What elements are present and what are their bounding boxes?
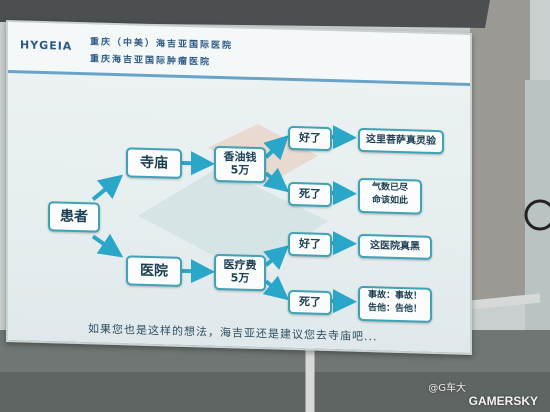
result-temple-dead-line2: 命该如此 [371, 195, 408, 207]
temple-cost-label: 香油钱 [223, 150, 257, 164]
arrow-patient-temple [91, 174, 124, 201]
arrow-good2-res [330, 231, 357, 256]
roof-tiles [0, 0, 490, 28]
weibo-watermark: @G车大 [428, 383, 466, 394]
result-temple-dead: 气数已尽 命该如此 [358, 177, 422, 215]
hospital-cost-box: 医疗费 5万 [214, 253, 266, 292]
arrow-patient-hospital [91, 233, 124, 258]
arrow-dead1-res [330, 181, 357, 206]
hospital-good-box: 好了 [288, 231, 332, 258]
arrow-temple-cost [180, 151, 215, 176]
arrow-tcost-dead [262, 167, 290, 193]
hospital-box: 医院 [126, 255, 182, 287]
result-temple-good: 这里菩萨真灵验 [358, 127, 444, 155]
arrow-hcost-good [263, 245, 289, 270]
arrow-good1-res [330, 125, 357, 150]
hospital-dead-box: 死了 [288, 289, 332, 316]
arrow-dead2-res [330, 289, 357, 314]
ground [0, 372, 550, 412]
temple-cost-amount: 5万 [230, 163, 250, 177]
temple-dead-box: 死了 [288, 181, 332, 208]
arrow-hcost-dead [262, 275, 290, 301]
arrow-hosp-cost [180, 259, 215, 284]
temple-box: 寺庙 [126, 147, 182, 179]
bicycle-wheel [524, 199, 550, 231]
right-pillar [470, 0, 530, 300]
hospital-cost-amount: 5万 [230, 271, 250, 285]
arrow-tcost-good [263, 135, 289, 161]
result-hospital-dead: 事故：事故！ 告他：告他！ [358, 285, 432, 323]
gamersky-watermark: GAMERSKY [468, 394, 538, 408]
result-hospital-good: 这医院真黑 [358, 233, 432, 260]
result-hospital-dead-line2: 告他：告他！ [367, 303, 422, 315]
temple-good-box: 好了 [288, 125, 332, 152]
flow-arrows [91, 125, 357, 314]
hospital-cost-label: 医疗费 [223, 258, 257, 272]
billboard: HYGEIA 重庆（中美）海吉亚国际医院 重庆海吉亚国际肿瘤医院 [6, 20, 472, 356]
patient-box: 患者 [48, 201, 100, 233]
temple-cost-box: 香油钱 5万 [214, 145, 266, 184]
